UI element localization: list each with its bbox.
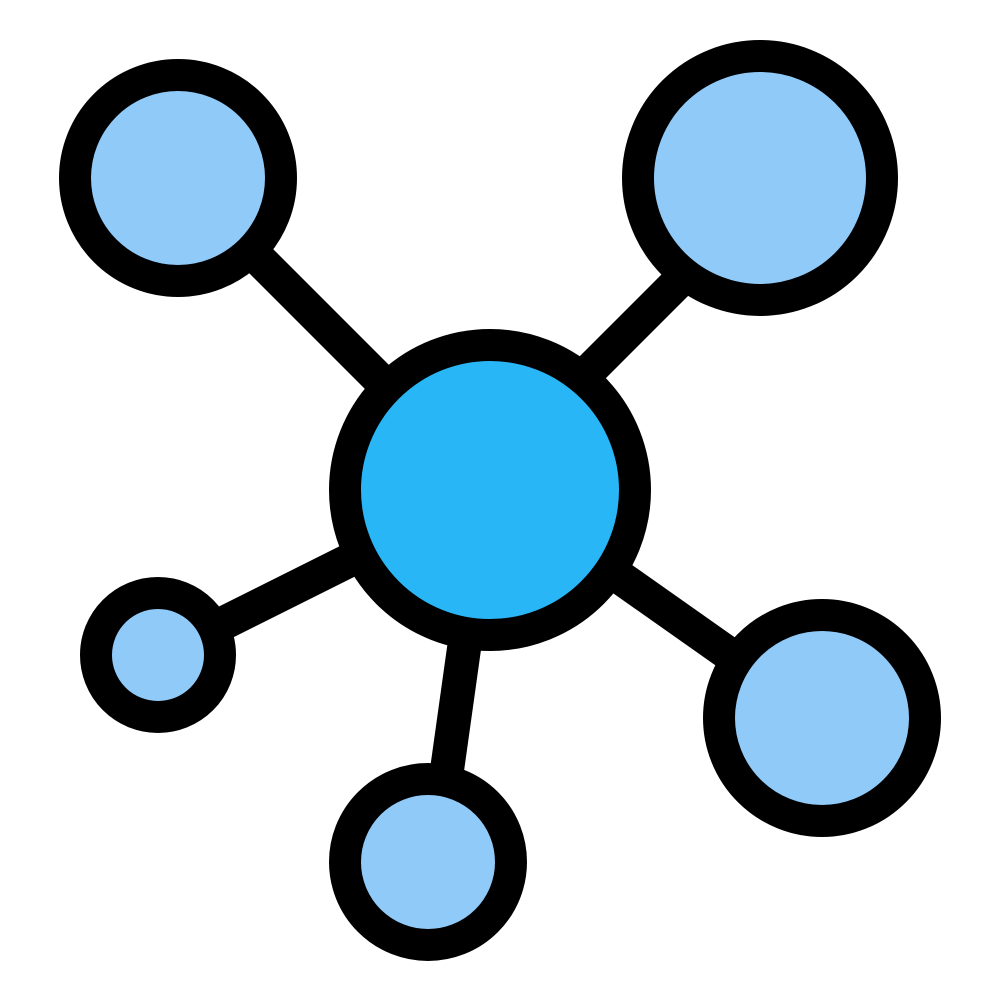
- hub-node-center: [329, 329, 651, 651]
- node-right: [703, 599, 941, 837]
- node-bottom: [329, 763, 527, 961]
- node-left: [80, 577, 236, 733]
- node-top-right: [622, 40, 898, 316]
- node-top-left: [59, 59, 297, 297]
- network-nodes: [59, 40, 941, 961]
